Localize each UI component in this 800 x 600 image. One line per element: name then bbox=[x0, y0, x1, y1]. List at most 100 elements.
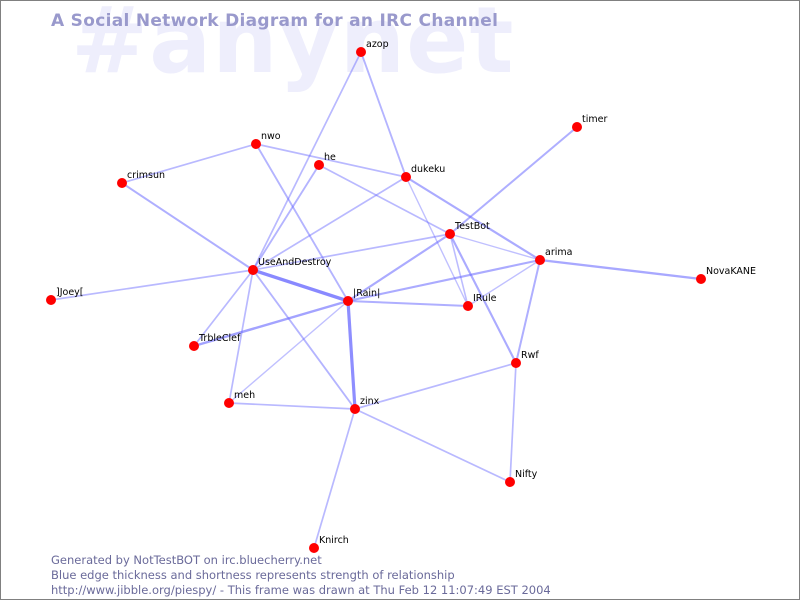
edge-TestBot-Rwf bbox=[448, 232, 518, 365]
node-dot bbox=[350, 404, 360, 414]
edge-timer-TestBot bbox=[449, 126, 578, 235]
node-dot bbox=[46, 295, 56, 305]
node-dot bbox=[248, 265, 258, 275]
node-dukeku: dukeku bbox=[401, 164, 445, 182]
node-dot bbox=[535, 255, 545, 265]
node-label: IRule bbox=[473, 293, 497, 304]
edge-TestBot-arima bbox=[449, 233, 541, 261]
edge-dukeku-UseAndDestroy bbox=[252, 176, 407, 271]
footer-url-timestamp: http://www.jibble.org/piespy/ - This fra… bbox=[51, 583, 551, 597]
edge-arima-IRule bbox=[467, 259, 541, 307]
node-IRule: IRule bbox=[463, 293, 497, 311]
node-dot bbox=[505, 477, 515, 487]
edge-Rain-zinx bbox=[346, 299, 357, 411]
node-dot bbox=[117, 178, 127, 188]
node-label: Knirch bbox=[319, 535, 349, 546]
edge-TestBot-Rain bbox=[346, 232, 452, 303]
footer: Generated by NotTestBOT on irc.bluecherr… bbox=[51, 553, 551, 598]
edge-Rain-meh bbox=[228, 300, 349, 404]
node-NovaKANE: NovaKANE bbox=[696, 266, 756, 284]
node-label: crimsun bbox=[127, 170, 165, 181]
node-label: Rwf bbox=[521, 350, 539, 361]
node-label: nwo bbox=[261, 131, 281, 142]
edge-nwo-Rain bbox=[255, 143, 349, 302]
node-dot bbox=[309, 543, 319, 553]
node-dot bbox=[511, 358, 521, 368]
node-label: dukeku bbox=[411, 164, 445, 175]
node-UseAndDestroy: UseAndDestroy bbox=[248, 257, 332, 275]
node-label: NovaKANE bbox=[706, 266, 756, 277]
node-Joey: ]Joey[ bbox=[46, 287, 84, 305]
node-label: azop bbox=[366, 39, 389, 50]
edge-nwo-crimsun bbox=[121, 143, 257, 184]
node-label: zinx bbox=[360, 396, 380, 407]
node-dot bbox=[445, 229, 455, 239]
node-azop: azop bbox=[356, 39, 389, 57]
node-TestBot: TestBot bbox=[445, 221, 490, 239]
node-Nifty: Nifty bbox=[505, 469, 538, 487]
node-dot bbox=[572, 122, 582, 132]
node-Knirch: Knirch bbox=[309, 535, 349, 553]
channel-watermark: #anynet bbox=[71, 0, 515, 94]
node-label: TrbleClef bbox=[198, 333, 241, 344]
edge-TestBot-UseAndDestroy bbox=[252, 233, 451, 271]
edge-nwo-dukeku bbox=[255, 143, 407, 178]
footer-generated-by: Generated by NotTestBOT on irc.bluecherr… bbox=[51, 553, 322, 567]
node-zinx: zinx bbox=[350, 396, 380, 414]
edge-UseAndDestroy-Rain bbox=[251, 268, 350, 303]
edge-Rwf-Nifty bbox=[509, 362, 517, 483]
edge-he-TestBot bbox=[318, 164, 451, 235]
edge-arima-NovaKANE bbox=[538, 258, 703, 281]
diagram-title: A Social Network Diagram for an IRC Chan… bbox=[51, 11, 499, 31]
node-label: UseAndDestroy bbox=[258, 257, 332, 268]
edge-UseAndDestroy-meh bbox=[228, 269, 254, 404]
edge-azop-UseAndDestroy bbox=[252, 51, 362, 271]
node-meh: meh bbox=[224, 390, 255, 408]
node-label: Nifty bbox=[515, 469, 538, 480]
edge-zinx-Knirch bbox=[313, 408, 356, 549]
node-dot bbox=[401, 172, 411, 182]
edge-UseAndDestroy-zinx bbox=[252, 269, 356, 410]
node-label: meh bbox=[234, 390, 255, 401]
footer-legend-note: Blue edge thickness and shortness repres… bbox=[51, 568, 455, 582]
node-arima: arima bbox=[535, 247, 572, 265]
edge-zinx-Nifty bbox=[354, 408, 511, 483]
node-dot bbox=[224, 398, 234, 408]
edge-TestBot-IRule bbox=[449, 233, 469, 307]
node-label: arima bbox=[545, 247, 572, 258]
node-dot bbox=[251, 139, 261, 149]
edge-zinx-Rwf bbox=[354, 362, 517, 410]
node-Rwf: Rwf bbox=[511, 350, 539, 368]
edge-Rain-TrbleClef bbox=[192, 299, 350, 348]
node-dot bbox=[356, 47, 366, 57]
edge-UseAndDestroy-TrbleClef bbox=[193, 269, 254, 347]
edge-dukeku-arima bbox=[404, 175, 542, 262]
edge-azop-dukeku bbox=[360, 51, 407, 178]
node-TrbleClef: TrbleClef bbox=[189, 333, 241, 351]
edges-layer bbox=[50, 51, 703, 549]
node-label: timer bbox=[582, 114, 607, 125]
edge-crimsun-UseAndDestroy bbox=[121, 182, 254, 271]
node-label: TestBot bbox=[454, 221, 490, 232]
node-Rain: |Rain| bbox=[343, 288, 380, 306]
node-dot bbox=[696, 274, 706, 284]
node-dot bbox=[314, 160, 324, 170]
edge-arima-Rwf bbox=[515, 259, 541, 364]
edge-he-UseAndDestroy bbox=[252, 164, 320, 271]
edge-arima-Rain bbox=[346, 258, 542, 303]
node-label: he bbox=[324, 152, 336, 163]
node-he: he bbox=[314, 152, 336, 170]
node-nwo: nwo bbox=[251, 131, 281, 149]
edge-Rain-IRule bbox=[347, 300, 469, 307]
edge-meh-zinx bbox=[228, 402, 356, 410]
node-dot bbox=[343, 296, 353, 306]
node-dot bbox=[463, 301, 473, 311]
node-timer: timer bbox=[572, 114, 607, 132]
node-label: ]Joey[ bbox=[56, 287, 84, 298]
node-crimsun: crimsun bbox=[117, 170, 165, 188]
node-dot bbox=[189, 341, 199, 351]
node-label: |Rain| bbox=[353, 288, 380, 299]
